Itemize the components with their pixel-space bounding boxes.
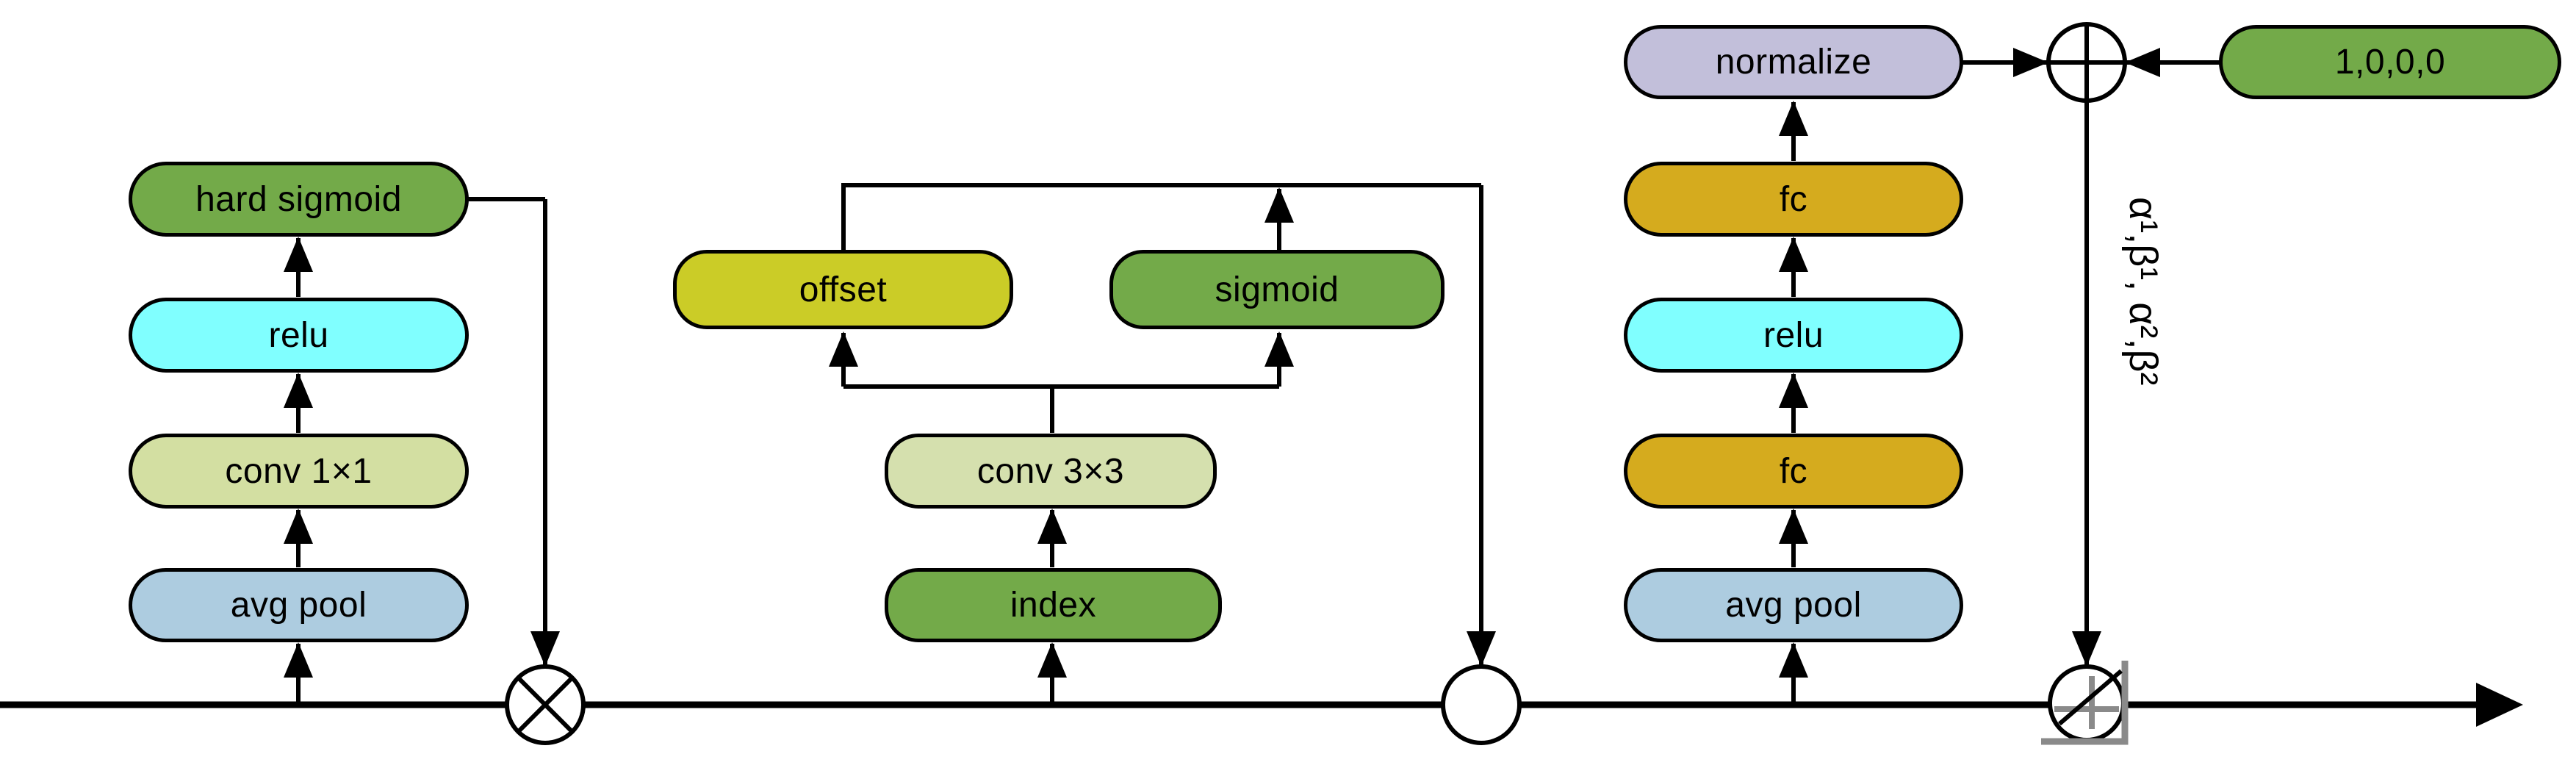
block-label: normalize [1715,43,1872,82]
block-hard-sigmoid: hard sigmoid [129,162,469,237]
block-label: offset [799,270,888,309]
branch-input-arrows [284,642,1808,703]
block-conv-3x3: conv 3×3 [885,434,1217,509]
block-avg-pool-left: avg pool [129,568,469,642]
block-conv-1x1: conv 1×1 [129,434,469,509]
block-relu-left: relu [129,298,469,373]
block-avg-pool-right: avg pool [1624,568,1963,642]
block-label: avg pool [230,586,367,625]
offset-sigmoid-to-sample-wire [841,183,1496,667]
affine-op-icon [2041,661,2129,745]
block-offset: offset [673,250,1013,329]
block-label: avg pool [1725,586,1862,625]
block-label: fc [1779,451,1808,491]
main-signal-line [0,683,2523,727]
block-fc-top: fc [1624,162,1963,237]
block-label: conv 3×3 [976,451,1125,491]
block-label: conv 1×1 [225,451,373,491]
block-relu-right: relu [1624,298,1963,373]
add-op-icon [2046,22,2127,103]
block-label: sigmoid [1215,270,1339,309]
block-fc-bottom: fc [1624,434,1963,509]
block-index: index [885,568,1222,642]
block-sigmoid: sigmoid [1109,250,1444,329]
block-label: relu [1763,315,1824,355]
block-normalize: normalize [1624,25,1963,99]
coefficients-label: α¹,β¹, α²,β² [2121,197,2165,386]
sampling-op-icon [1441,664,1522,745]
main-line-arrowhead [2476,683,2523,727]
add-op-wires [1962,26,2220,667]
block-label: 1,0,0,0 [2334,43,2446,82]
block-label: hard sigmoid [195,179,402,219]
middle-branch-arrows [829,331,1294,567]
block-constant-1000: 1,0,0,0 [2219,25,2561,99]
hard-sigmoid-to-multiply-wire [467,197,560,667]
multiply-op-icon [505,664,586,745]
block-label: fc [1779,179,1808,219]
block-label: relu [268,315,329,355]
block-label: index [1010,586,1097,625]
